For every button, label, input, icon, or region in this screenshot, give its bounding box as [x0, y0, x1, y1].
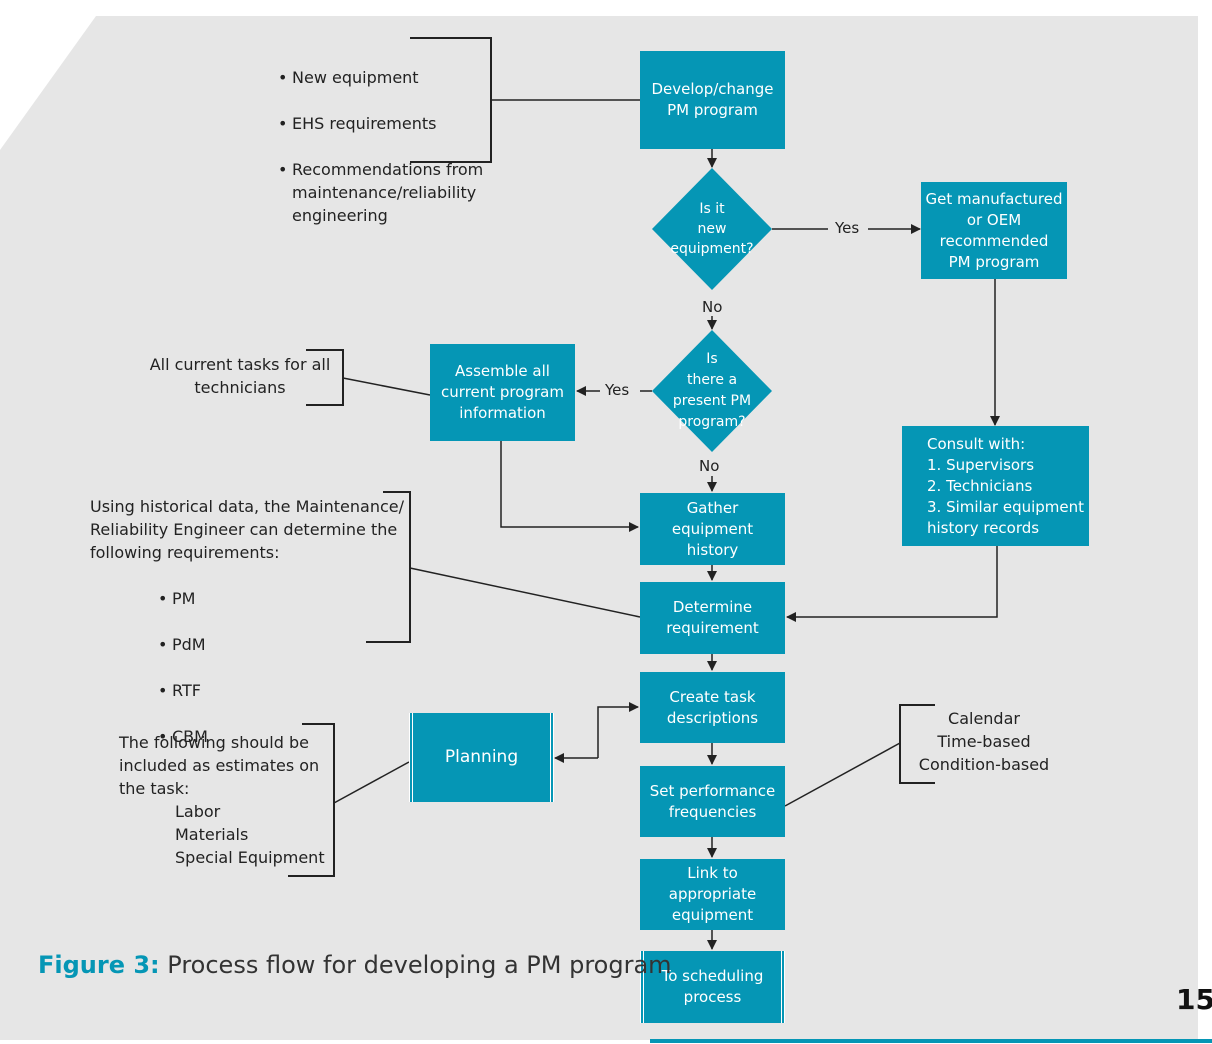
no-label-new: No — [702, 298, 723, 316]
requirement-item: PM — [158, 587, 208, 610]
decision-new-equipment: Is it new equipment? — [670, 201, 754, 257]
yes-label-present: Yes — [605, 381, 630, 399]
develop-pm-program-box: Develop/change PM program — [640, 51, 785, 149]
requirement-item: PdM — [158, 633, 208, 656]
decision-new-equipment-shape — [652, 168, 772, 290]
get-oem-program-box: Get manufactured or OEM recommended PM p… — [921, 182, 1067, 279]
historical-requirements-list: PM PdM RTF CBM — [158, 564, 208, 771]
input-item: EHS requirements — [278, 112, 488, 135]
to-scheduling-box: To scheduling process — [640, 951, 785, 1023]
input-item: Recommendations from maintenance/reliabi… — [278, 158, 488, 227]
historical-data-note: Using historical data, the Maintenance/ … — [90, 497, 404, 562]
decision-present-program: Is there a present PM program? — [672, 351, 752, 430]
page-panel — [0, 16, 1198, 1040]
bracket-current-tasks — [306, 349, 344, 406]
set-performance-frequencies-box: Set performance frequencies — [640, 766, 785, 837]
link-equipment-box: Link to appropriate equipment — [640, 859, 785, 930]
planning-box: Planning — [409, 713, 554, 802]
assemble-program-info-box: Assemble all current program information — [430, 344, 575, 441]
create-task-descriptions-box: Create task descriptions — [640, 672, 785, 743]
bracket-frequencies — [899, 704, 935, 784]
figure-label: Figure 3: — [38, 951, 160, 979]
gather-equipment-history-box: Gather equipment history — [640, 493, 785, 565]
consult-with-box: Consult with: 1. Supervisors 2. Technici… — [902, 426, 1089, 546]
no-label-present: No — [699, 457, 720, 475]
bracket-historical — [366, 491, 411, 643]
requirement-item: CBM — [158, 725, 208, 748]
requirement-item: RTF — [158, 679, 208, 702]
figure-caption: Figure 3: Process flow for developing a … — [38, 951, 672, 979]
inputs-list: New equipment EHS requirements Recommend… — [278, 43, 488, 250]
bracket-estimates — [288, 723, 335, 877]
input-item: New equipment — [278, 66, 488, 89]
current-tasks-note: All current tasks for all technicians — [149, 355, 331, 397]
frequencies-note: Calendar Time-based Condition-based — [918, 709, 1050, 774]
page-number: 15 — [1176, 983, 1212, 1016]
estimates-items: Labor Materials Special Equipment — [175, 802, 325, 867]
figure-caption-text: Process flow for developing a PM program — [159, 951, 672, 979]
yes-label-new: Yes — [835, 219, 860, 237]
estimates-note: The following should be included as esti… — [119, 733, 320, 798]
determine-requirement-box: Determine requirement — [640, 582, 785, 654]
decision-present-program-shape — [652, 330, 772, 452]
